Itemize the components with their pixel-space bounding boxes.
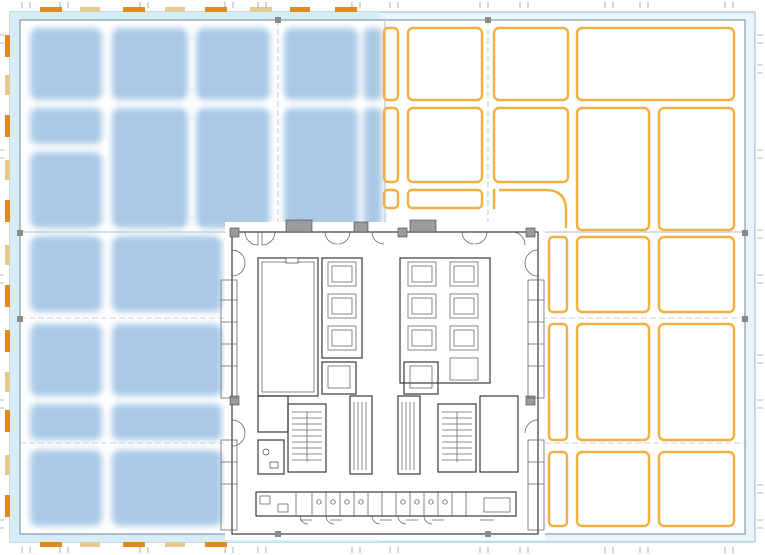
stair-right <box>397 395 519 475</box>
elevator-bank-left <box>321 257 363 395</box>
facade-panels-left <box>5 35 10 517</box>
building-core <box>220 219 545 540</box>
facade-panels-bottom <box>40 542 227 547</box>
core-column <box>229 227 240 238</box>
washroom-strip <box>255 491 517 525</box>
blue-zone <box>30 28 382 526</box>
facade-panels-top <box>40 7 357 12</box>
perimeter-columns <box>17 17 748 537</box>
elevator-bank-right <box>399 257 491 395</box>
stair-left <box>257 395 373 475</box>
orange-zone <box>382 26 736 528</box>
